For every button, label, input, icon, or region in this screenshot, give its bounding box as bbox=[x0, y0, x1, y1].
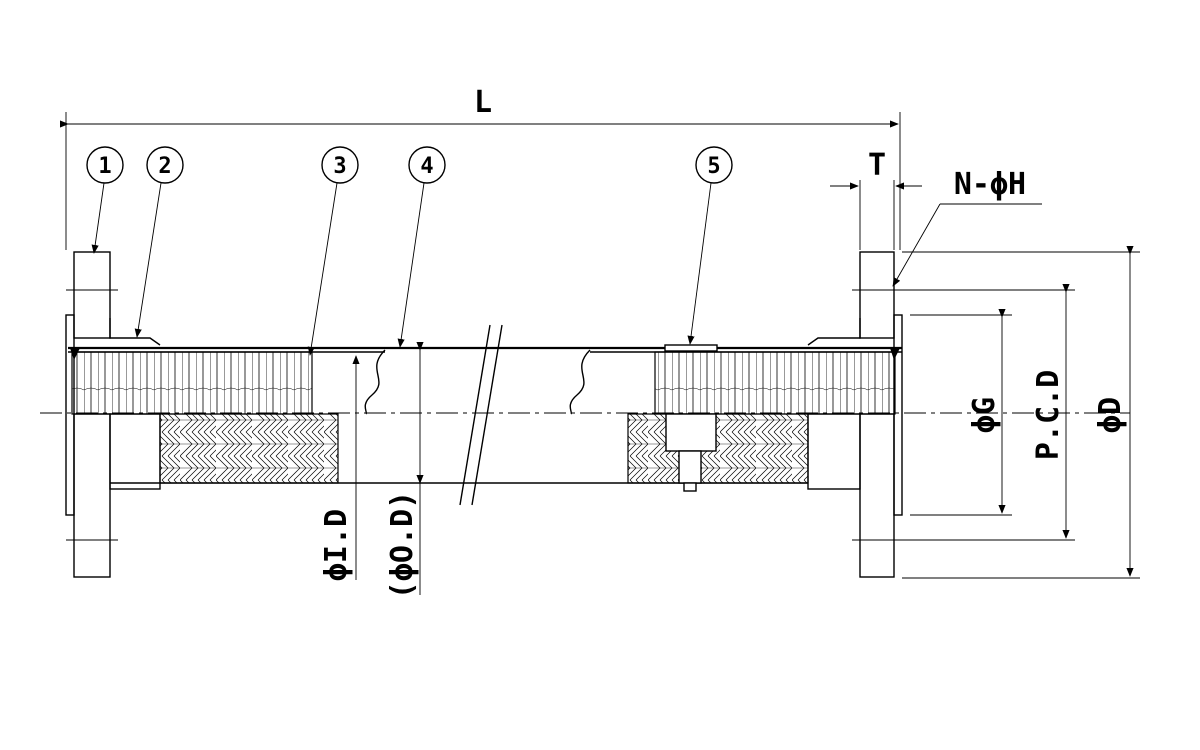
right-flange bbox=[807, 251, 904, 578]
svg-text:2: 2 bbox=[158, 154, 171, 179]
braid-right bbox=[627, 413, 809, 484]
label-phi-ID: ϕI.D bbox=[319, 509, 354, 581]
svg-text:4: 4 bbox=[420, 154, 433, 179]
break-line-right bbox=[569, 349, 591, 415]
svg-text:5: 5 bbox=[707, 154, 720, 179]
label-phi-D: ϕD bbox=[1093, 397, 1128, 433]
balloon-4: 4 bbox=[397, 146, 446, 348]
band-item-5 bbox=[664, 344, 718, 352]
left-flange bbox=[65, 251, 161, 578]
break-line-left bbox=[364, 349, 386, 415]
label-PCD: P.C.D bbox=[1031, 370, 1066, 460]
braid-left bbox=[159, 413, 339, 484]
fitting bbox=[665, 413, 717, 452]
balloon-2: 2 bbox=[134, 146, 184, 338]
label-phi-OD: (ϕO.D) bbox=[385, 491, 420, 599]
label-T: T bbox=[868, 148, 886, 183]
svg-text:3: 3 bbox=[333, 154, 346, 179]
balloon-1: 1 bbox=[86, 146, 124, 254]
label-N-phi-H: N-ϕH bbox=[954, 167, 1026, 202]
label-L: L bbox=[474, 85, 492, 120]
corrugated-hose-right bbox=[654, 351, 896, 415]
corrugated-hose-left bbox=[71, 351, 313, 415]
label-phi-G: ϕG bbox=[967, 397, 1002, 433]
balloon-3: 3 bbox=[307, 146, 359, 356]
svg-text:1: 1 bbox=[98, 154, 111, 179]
balloon-5: 5 bbox=[687, 146, 733, 345]
